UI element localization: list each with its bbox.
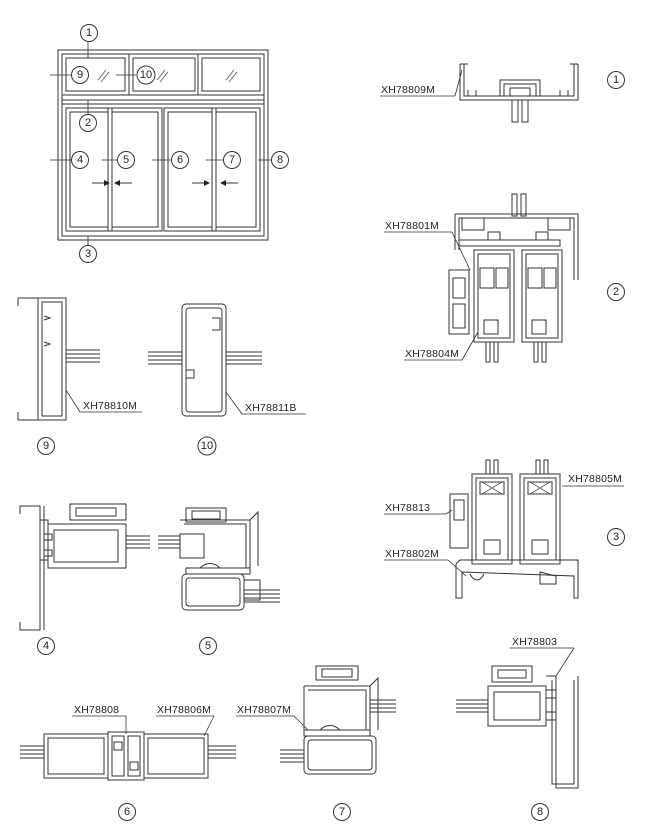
section-4-jamb: 4 (19, 503, 150, 655)
label-xh78810m: XH78810M (83, 400, 137, 412)
svg-text:10: 10 (201, 440, 213, 452)
svg-text:8: 8 (537, 806, 543, 818)
callout-section-7: 7 (333, 803, 351, 821)
sill-sash-right (519, 473, 561, 565)
glass-reflection-marks (97, 69, 238, 83)
callout-4: 4 (71, 151, 89, 169)
svg-text:7: 7 (339, 806, 345, 818)
svg-text:1: 1 (86, 27, 92, 39)
label-xh78811b: XH78811B (245, 402, 297, 414)
label-xh78802m: XH78802M (385, 548, 439, 560)
svg-text:10: 10 (140, 69, 152, 81)
sash-profile-right (521, 249, 563, 343)
svg-text:6: 6 (177, 154, 183, 166)
callout-1: 1 (80, 24, 98, 42)
svg-text:5: 5 (205, 640, 211, 652)
sill-sash-left (471, 473, 513, 565)
callout-section-9: 9 (37, 437, 55, 455)
callout-8: 8 (271, 151, 289, 169)
label-xh78801m: XH78801M (385, 220, 439, 232)
svg-text:8: 8 (277, 154, 283, 166)
label-xh78813: XH78813 (385, 502, 430, 514)
sash-2 (107, 107, 163, 232)
callout-7: 7 (223, 151, 241, 169)
sash-4 (211, 107, 261, 232)
callout-3: 3 (79, 245, 97, 263)
section-5-meeting-stile: 5 (158, 507, 280, 655)
section-3-sill: XH78805M XH78813 XH78802M 3 (384, 459, 625, 599)
outer-frame (57, 49, 269, 241)
interlock-xh78813 (449, 493, 469, 549)
callout-section-8: 8 (531, 803, 549, 821)
label-xh78805m: XH78805M (568, 473, 622, 485)
callout-section-10: 10 (197, 436, 217, 456)
svg-text:9: 9 (43, 440, 49, 452)
fixed-light-middle (132, 57, 196, 92)
window-elevation: 1 9 10 2 4 5 6 7 8 3 (50, 24, 289, 263)
svg-text:2: 2 (85, 117, 91, 129)
callout-section-1: 1 (607, 71, 625, 89)
callout-5: 5 (117, 151, 135, 169)
callout-2: 2 (79, 114, 97, 132)
svg-text:6: 6 (124, 806, 130, 818)
interlock-piece (448, 269, 470, 335)
callout-section-3: 3 (607, 528, 625, 546)
svg-text:1: 1 (613, 74, 619, 86)
label-xh78809m: XH78809M (381, 84, 435, 96)
sash-3 (163, 107, 217, 232)
label-xh78803: XH78803 (512, 636, 557, 648)
svg-text:2: 2 (613, 286, 619, 298)
svg-text:7: 7 (229, 154, 235, 166)
section-10-mullion: XH78811B 10 (148, 303, 306, 456)
label-xh78807m: XH78807M (237, 704, 291, 716)
fixed-light-left (65, 57, 126, 92)
svg-text:3: 3 (613, 531, 619, 543)
callout-section-2: 2 (607, 283, 625, 301)
callout-section-4: 4 (37, 637, 55, 655)
callout-9: 9 (71, 66, 89, 84)
fixed-light-right (201, 57, 261, 92)
section-8-jamb: XH78803 8 (456, 636, 579, 821)
sash-profile-left (473, 249, 515, 343)
section-1-top-frame: XH78809M 1 (380, 63, 625, 123)
section-7-meeting-stile: XH78807M 7 (236, 665, 396, 821)
callout-section-5: 5 (199, 637, 217, 655)
svg-text:9: 9 (77, 69, 83, 81)
svg-text:4: 4 (43, 640, 49, 652)
sliding-arrows (92, 180, 238, 186)
svg-text:5: 5 (123, 154, 129, 166)
svg-text:4: 4 (77, 154, 83, 166)
label-xh78808: XH78808 (74, 704, 119, 716)
section-9-side-frame: XH78810M 9 (17, 297, 142, 455)
callout-section-6: 6 (118, 803, 136, 821)
svg-text:3: 3 (85, 248, 91, 260)
label-xh78804m: XH78804M (405, 348, 459, 360)
section-2-head-sash: XH78801M XH78804M 2 (384, 193, 625, 363)
callout-6: 6 (171, 151, 189, 169)
callout-10: 10 (136, 65, 156, 85)
label-xh78806m: XH78806M (157, 704, 211, 716)
inner-frame (61, 53, 265, 237)
section-6-interlock-mullion: XH78808 XH78806M 6 (20, 704, 236, 821)
